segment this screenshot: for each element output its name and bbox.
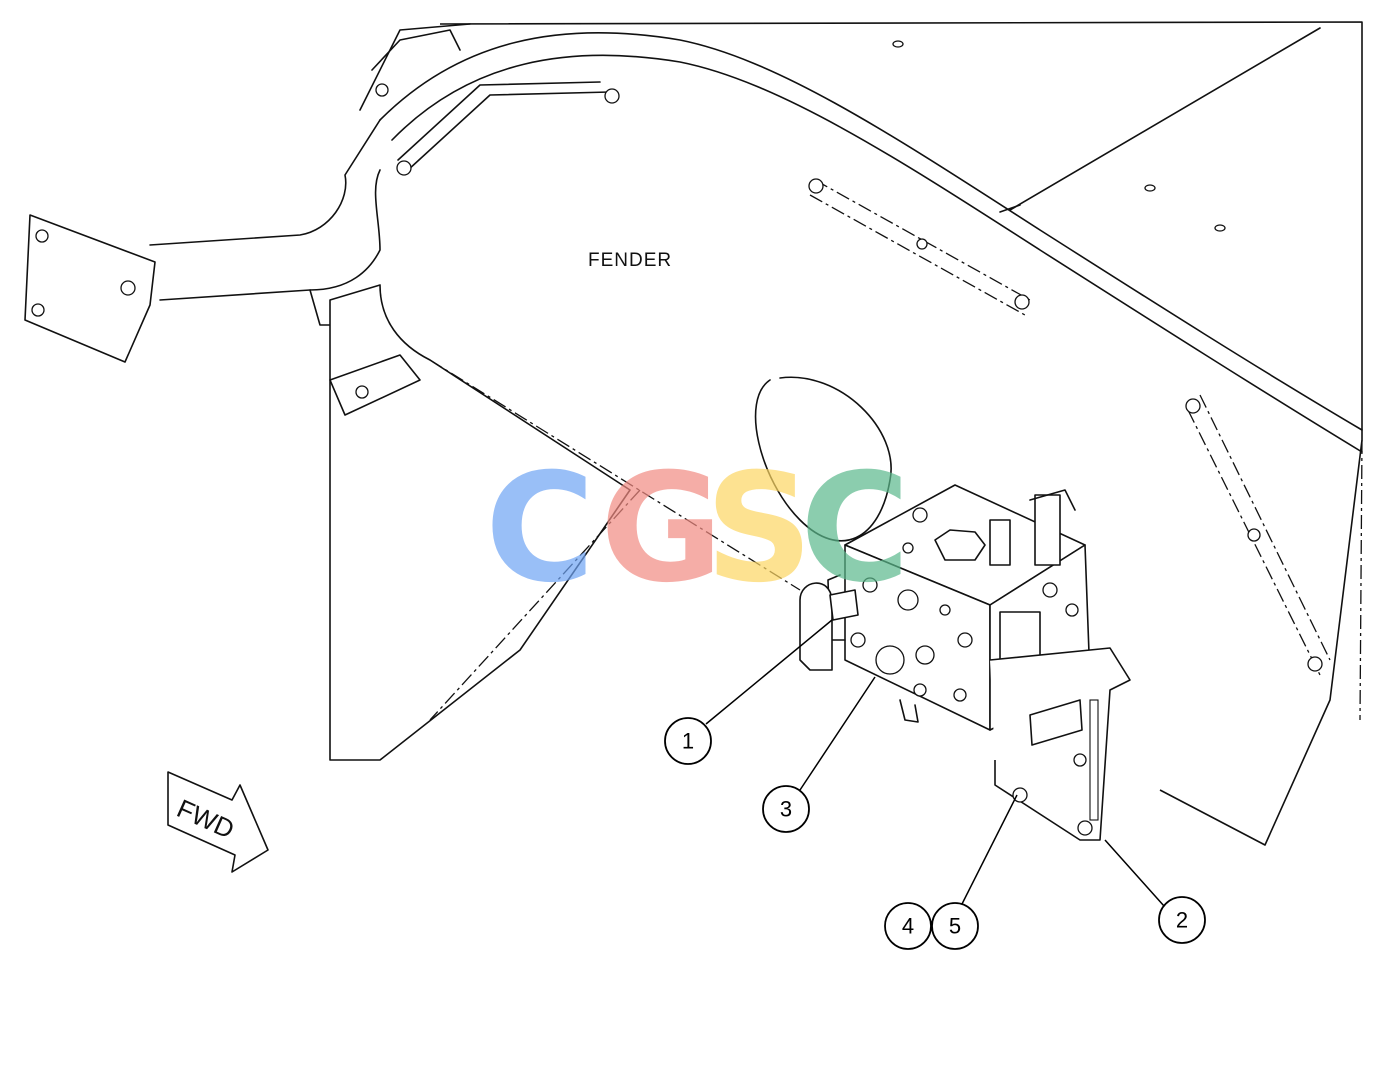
watermark-letter-c2: C bbox=[800, 442, 910, 616]
callout-leaders bbox=[705, 619, 1165, 907]
fender-panel bbox=[329, 284, 801, 761]
callout-1-label: 1 bbox=[682, 729, 694, 754]
callout-1[interactable]: 1 bbox=[664, 717, 712, 765]
leader-1 bbox=[705, 619, 833, 725]
callout-2-label: 2 bbox=[1176, 908, 1188, 933]
watermark-letter-g: G bbox=[600, 442, 723, 616]
leader-2 bbox=[1104, 839, 1165, 907]
mount-arm bbox=[24, 119, 381, 363]
fender-label: FENDER bbox=[588, 250, 672, 271]
watermark-letter-c1: C bbox=[485, 442, 595, 616]
callout-3-label: 3 bbox=[780, 797, 792, 822]
leader-3 bbox=[799, 676, 876, 791]
callout-3[interactable]: 3 bbox=[762, 785, 810, 833]
hydraulic-hose bbox=[754, 376, 892, 542]
callout-2[interactable]: 2 bbox=[1158, 896, 1206, 944]
fender-arch bbox=[359, 23, 1363, 453]
right-fender-panel bbox=[439, 21, 1363, 846]
leader-5 bbox=[961, 794, 1018, 905]
forward-arrow: FWD bbox=[167, 771, 269, 873]
watermark-logo: C G S C bbox=[485, 442, 910, 616]
valve-manifold bbox=[799, 484, 1131, 841]
callout-4[interactable]: 4 bbox=[884, 902, 932, 950]
callout-5-label: 5 bbox=[949, 914, 961, 939]
watermark-letter-s: S bbox=[705, 442, 813, 616]
callout-5[interactable]: 5 bbox=[931, 902, 979, 950]
callout-4-label: 4 bbox=[902, 914, 914, 939]
